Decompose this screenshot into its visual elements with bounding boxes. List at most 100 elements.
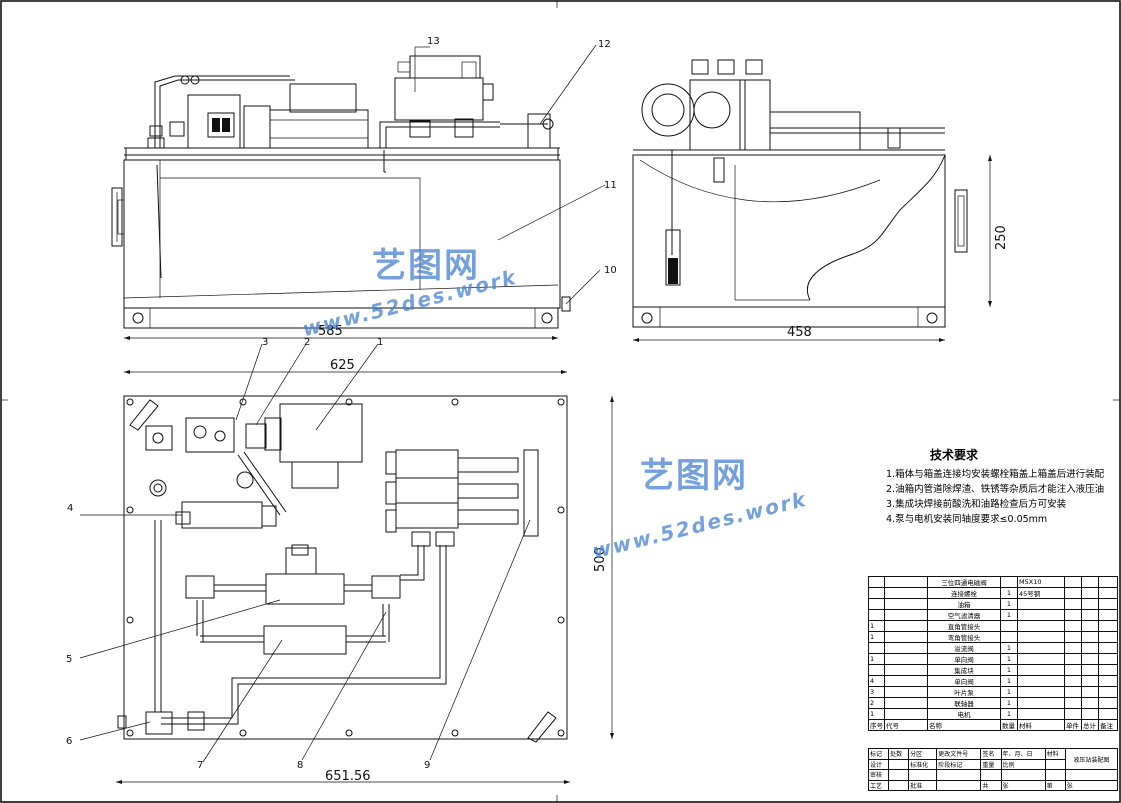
tb-approve: 批准 bbox=[908, 779, 938, 791]
bom-cell-no: 1 bbox=[868, 620, 885, 632]
tb-scale: 比例 bbox=[1000, 758, 1046, 770]
bom-cell-note bbox=[1098, 642, 1118, 654]
top-view: 625 651.56 500 3 2 1 4 5 6 7 8 9 bbox=[66, 337, 614, 784]
bom-cell-name: 电机 bbox=[927, 708, 1001, 720]
bom-cell-material bbox=[1017, 664, 1065, 676]
front-view: 585 13 12 11 10 bbox=[111, 36, 617, 340]
bom-cell-note bbox=[1098, 708, 1118, 720]
bom-cell-single bbox=[1064, 620, 1082, 632]
bom-cell-material bbox=[1017, 620, 1065, 632]
bom-cell-no bbox=[868, 642, 885, 654]
bom-cell-total bbox=[1081, 631, 1099, 643]
tb-review: 审核 bbox=[867, 769, 890, 781]
bom-cell-name: 单向阀 bbox=[927, 675, 1001, 687]
bom-cell-code bbox=[884, 587, 928, 599]
bom-cell-no bbox=[868, 587, 885, 599]
tb-sheets-label: 张 bbox=[1000, 779, 1046, 791]
bom-cell-note bbox=[1098, 587, 1118, 599]
bom-cell-single bbox=[1064, 587, 1082, 599]
bom-cell-no: 1 bbox=[868, 631, 885, 643]
tb-date: 年、月、日 bbox=[1000, 748, 1046, 760]
bom-cell-single bbox=[1064, 664, 1082, 676]
bom-cell-qty: 1 bbox=[1000, 587, 1018, 599]
motor-front bbox=[269, 109, 369, 149]
tb-weight: 重量 bbox=[980, 758, 1002, 770]
bom-cell-material bbox=[1017, 708, 1065, 720]
bom-cell-material bbox=[1017, 631, 1065, 643]
bom-cell-code bbox=[884, 642, 928, 654]
bom-cell-single bbox=[1064, 697, 1082, 709]
bom-cell-name: 直角管接头 bbox=[927, 620, 1001, 632]
bom-cell-single bbox=[1064, 598, 1082, 610]
bom-cell-no: 4 bbox=[868, 675, 885, 687]
bom-cell-code bbox=[884, 609, 928, 621]
bom-header-name: 名称 bbox=[927, 719, 1001, 731]
bom-cell-qty: 1 bbox=[1000, 609, 1018, 621]
tb-total-label: 共 bbox=[980, 779, 1002, 791]
bom-cell-name: 溢流阀 bbox=[927, 642, 1001, 654]
bom-cell-total bbox=[1081, 664, 1099, 676]
bom-cell-no bbox=[868, 664, 885, 676]
notes-title: 技术要求 bbox=[930, 448, 979, 462]
bom-cell-qty: 1 bbox=[1000, 708, 1018, 720]
bom-cell-material bbox=[1017, 609, 1065, 621]
callout-6: 6 bbox=[66, 736, 72, 747]
bom-header-material: 材料 bbox=[1017, 719, 1065, 731]
bom-cell-code bbox=[884, 697, 928, 709]
bom-cell-single bbox=[1064, 631, 1082, 643]
bom-cell-single bbox=[1064, 686, 1082, 698]
bom-header-no: 序号 bbox=[868, 719, 885, 731]
bom-cell-no bbox=[868, 576, 885, 588]
valve-stack-front bbox=[394, 77, 484, 121]
callout-2: 2 bbox=[304, 337, 310, 348]
bom-cell-note bbox=[1098, 609, 1118, 621]
watermark-logo-text: 艺图网 bbox=[372, 246, 480, 286]
bom-cell-qty bbox=[1000, 631, 1018, 643]
watermark-logo-text-2: 艺图网 bbox=[640, 456, 748, 496]
valve-stack-top bbox=[395, 449, 459, 529]
note-item: 2.油箱内管道除焊渣、铁锈等杂质后才能注入液压油 bbox=[886, 484, 1105, 495]
bom-cell-code bbox=[884, 675, 928, 687]
callout-13: 13 bbox=[427, 36, 440, 47]
bom-cell-qty: 1 bbox=[1000, 664, 1018, 676]
callout-11: 11 bbox=[604, 180, 617, 191]
bom-cell-note bbox=[1098, 598, 1118, 610]
bom-cell-name: 空气滤清器 bbox=[927, 609, 1001, 621]
dim-651-56: 651.56 bbox=[325, 769, 371, 784]
bom-cell-total bbox=[1081, 576, 1099, 588]
callout-8: 8 bbox=[297, 760, 303, 771]
tb-stage: 阶段标记 bbox=[936, 758, 982, 770]
bom-cell-single bbox=[1064, 653, 1082, 665]
bom-header-code: 代号 bbox=[884, 719, 928, 731]
callout-9: 9 bbox=[424, 760, 430, 771]
bom-cell-no bbox=[868, 609, 885, 621]
tb-process: 工艺 bbox=[867, 779, 890, 791]
bom-cell-code bbox=[884, 686, 928, 698]
callout-12: 12 bbox=[598, 39, 611, 50]
tb-change-doc: 更改文件号 bbox=[936, 748, 982, 760]
bom-cell-total bbox=[1081, 697, 1099, 709]
bom-cell-code bbox=[884, 653, 928, 665]
bom-cell-total bbox=[1081, 587, 1099, 599]
bom-cell-no: 1 bbox=[868, 653, 885, 665]
motor-top bbox=[279, 403, 363, 463]
bom-cell-qty: 1 bbox=[1000, 642, 1018, 654]
callout-10: 10 bbox=[604, 265, 617, 276]
callout-3: 3 bbox=[262, 337, 268, 348]
bom-header-row: 序号 代号 名称 数量 材料 单件 总计 备注 bbox=[868, 719, 1118, 731]
bom-cell-note bbox=[1098, 664, 1118, 676]
pump-front bbox=[187, 94, 241, 149]
tb-count: 处数 bbox=[888, 748, 910, 760]
bom-cell-no: 1 bbox=[868, 708, 885, 720]
dim-625: 625 bbox=[330, 358, 355, 373]
